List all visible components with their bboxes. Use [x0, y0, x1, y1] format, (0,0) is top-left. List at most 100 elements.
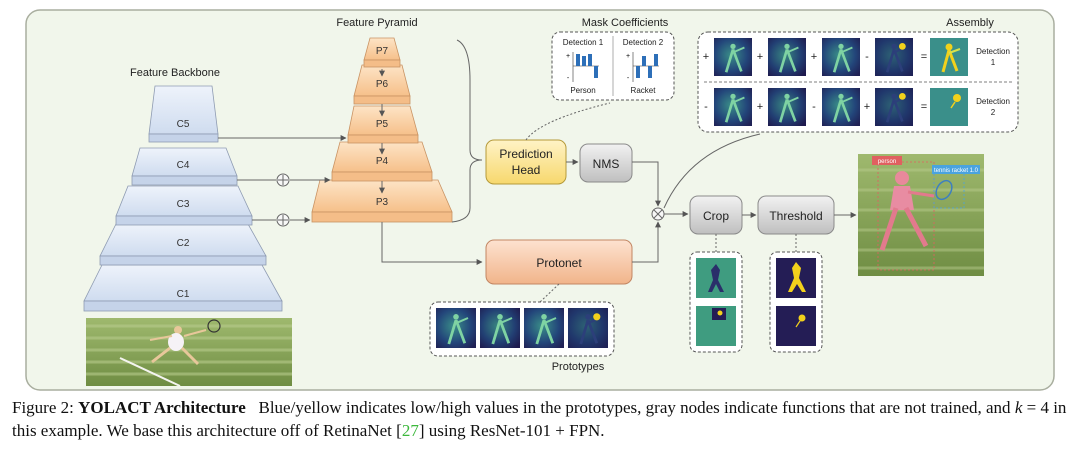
lateral-connections: [218, 135, 347, 223]
caption-k-equals: = 4 in this example. We base this archit…: [12, 398, 1067, 440]
protonet-to-multiply-arrow: [632, 221, 661, 263]
assembly-title: Assembly: [946, 17, 994, 29]
assembly-row1-op-5: =: [921, 51, 927, 63]
racket-detection-tag-text: tennis racket 1.0: [934, 168, 979, 174]
assembly-row2-op-3: -: [812, 101, 816, 113]
detection1-coef-title: Detection 1: [563, 38, 604, 47]
assembly-row2-tile-1: [714, 88, 752, 126]
threshold-masks-box: [769, 251, 823, 353]
head-to-coefficients-link: [525, 102, 611, 141]
backbone-layer-c2: C2: [99, 223, 267, 266]
assembly-row1-tile-2: [768, 38, 806, 76]
result-image: person tennis racket 1.0: [858, 154, 984, 276]
backbone-layer-c4: C4: [131, 147, 238, 186]
caption-text-part2: ] using ResNet-101 + FPN.: [418, 421, 605, 440]
crop-label: Crop: [703, 209, 729, 223]
p3-to-protonet-arrow: [381, 222, 483, 265]
crop-node: Crop: [689, 195, 743, 235]
detection2-plus-sign: +: [626, 53, 630, 60]
assembly-row1-op-3: +: [811, 51, 817, 63]
prototypes-title: Prototypes: [552, 361, 605, 373]
backbone-label-c2: C2: [177, 238, 190, 249]
crop-masks-box: [689, 251, 743, 353]
pyramid-brace: [451, 39, 483, 223]
multiply-to-assembly-curve: [663, 133, 761, 209]
assembly-row2-tile-2: [768, 88, 806, 126]
assembly-row2-label-line2: 2: [991, 108, 996, 117]
assembly-row2-op-1: -: [704, 101, 708, 113]
assembly-row2-tile-4: [875, 88, 913, 126]
assembly-row2-tile-3: [822, 88, 860, 126]
racket-detection-tag: [932, 165, 980, 174]
mask-coefficients-title: Mask Coefficients: [582, 17, 669, 29]
prototype-tile-1: [436, 308, 476, 348]
backbone-label-c3: C3: [177, 199, 190, 210]
assembly-row2-op-2: +: [757, 101, 763, 113]
assembly-row1-label-line2: 1: [991, 58, 996, 67]
assembly-row1-label-line1: Detection: [976, 47, 1010, 56]
prototype-tiles: [436, 308, 608, 348]
prototype-tile-2: [480, 308, 520, 348]
nms-to-multiply-arrow: [632, 161, 661, 207]
assembly-row-1: + + + - =: [703, 38, 968, 76]
pyramid-label-p7: P7: [376, 46, 389, 57]
detection2-coef-bars: + -: [626, 52, 659, 82]
backbone-title: Feature Backbone: [130, 67, 220, 79]
protonet-label: Protonet: [536, 256, 582, 270]
assembly-row-2: - + - + =: [704, 88, 968, 126]
assembly-row1-op-2: +: [757, 51, 763, 63]
feature-pyramid: P3 P4 P5 P6 P7: [311, 37, 453, 223]
input-image: [86, 318, 292, 387]
assembly-row1-tile-3: [822, 38, 860, 76]
pyramid-layer-p5: P5: [347, 105, 419, 144]
pyramid-label-p4: P4: [376, 156, 389, 167]
backbone-label-c1: C1: [177, 289, 190, 300]
backbone-layer-c1: C1: [83, 264, 283, 312]
pyramid-label-p5: P5: [376, 119, 389, 130]
figure-caption: Figure 2: YOLACT Architecture Blue/yello…: [12, 396, 1072, 442]
multiply-node: [651, 207, 665, 221]
figure-number: Figure 2:: [12, 398, 74, 417]
assembly-row1-tile-4: [875, 38, 913, 76]
detection2-minus-sign: -: [627, 75, 630, 82]
detection1-minus-sign: -: [567, 75, 570, 82]
prediction-head-label-line1: Prediction: [499, 147, 552, 161]
assembly-row2-op-4: +: [864, 101, 870, 113]
protonet-node: Protonet: [485, 239, 633, 285]
prototype-tile-3: [524, 308, 564, 348]
pyramid-title: Feature Pyramid: [336, 17, 417, 29]
prototype-tile-4: [568, 308, 608, 348]
threshold-node: Threshold: [757, 195, 835, 235]
protonet-to-prototypes-link: [539, 283, 560, 303]
nms-node: NMS: [579, 143, 633, 183]
threshold-label: Threshold: [769, 209, 822, 223]
sum-node-c4: [276, 173, 290, 187]
pyramid-label-p6: P6: [376, 79, 389, 90]
detection2-coef-title: Detection 2: [623, 38, 664, 47]
assembly-row2-op-5: =: [921, 101, 927, 113]
assembly-row1-op-1: +: [703, 51, 709, 63]
mask-coefficients-box: Detection 1 Detection 2 Person Racket + …: [551, 31, 675, 101]
nms-label: NMS: [593, 157, 620, 171]
assembly-row1-result: [930, 38, 968, 76]
assembly-row2-label-line1: Detection: [976, 97, 1010, 106]
caption-k-symbol: k: [1014, 398, 1023, 417]
backbone-label-c5: C5: [177, 119, 190, 130]
sum-node-c3: [276, 213, 290, 227]
assembly-row1-op-4: -: [865, 51, 869, 63]
backbone-label-c4: C4: [177, 160, 190, 171]
person-detection-tag: [872, 156, 902, 165]
backbone-layer-c3: C3: [115, 185, 253, 226]
prediction-head-label-line2: Head: [512, 163, 541, 177]
figure-title: YOLACT Architecture: [78, 398, 246, 417]
detection2-coef-label: Racket: [631, 86, 657, 95]
prototypes-box: [429, 301, 615, 357]
feature-backbone: C1 C2 C3 C4 C5: [83, 85, 283, 312]
detection1-coef-label: Person: [570, 86, 595, 95]
prediction-head-node: Prediction Head: [485, 139, 567, 185]
caption-text-part1: Blue/yellow indicates low/high values in…: [258, 398, 1011, 417]
person-detection-tag-text: person: [878, 159, 896, 165]
assembly-row1-tile-1: [714, 38, 752, 76]
assembly-box: + + + - = - + - + = Detection 1 Detection 2: [697, 31, 1019, 133]
caption-reference-link[interactable]: 27: [401, 421, 419, 440]
